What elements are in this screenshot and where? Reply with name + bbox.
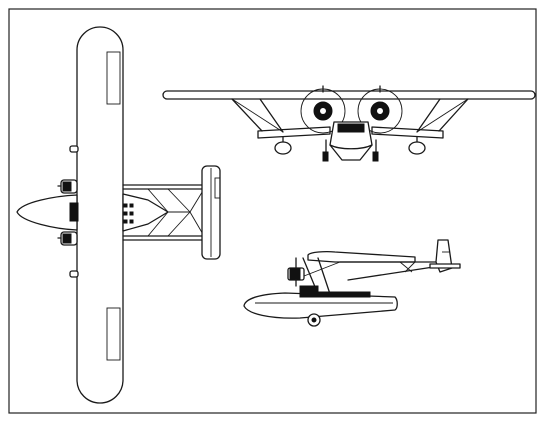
plan-engine-bottom — [57, 231, 78, 246]
side-engine — [287, 257, 305, 287]
plan-hull-windows — [123, 203, 134, 224]
front-windscreen — [337, 123, 365, 133]
side-upper-wing — [307, 250, 416, 263]
plan-aileron-top — [106, 51, 121, 105]
side-cabin-windows — [299, 291, 371, 298]
plan-aileron-bottom — [106, 307, 121, 361]
plan-tail-booms — [122, 184, 205, 241]
side-hull — [243, 292, 398, 319]
plan-upper-wing — [76, 26, 124, 404]
front-engine-left — [313, 85, 333, 121]
plan-hull-nose — [16, 194, 78, 231]
plan-hull-aft — [122, 193, 169, 232]
plan-engine-top — [57, 179, 78, 194]
front-struts — [231, 98, 469, 133]
plan-view — [16, 26, 221, 404]
front-view — [162, 85, 536, 162]
front-float-left — [274, 136, 292, 155]
front-float-right — [408, 136, 426, 155]
plan-float-bottom — [69, 270, 79, 278]
side-view — [243, 239, 461, 327]
front-upper-wing — [162, 90, 536, 100]
drawing-border — [8, 8, 537, 414]
plan-cockpit — [69, 202, 79, 222]
front-engine-right — [370, 85, 390, 121]
plan-float-top — [69, 145, 79, 153]
side-horizontal-tail — [429, 263, 461, 269]
